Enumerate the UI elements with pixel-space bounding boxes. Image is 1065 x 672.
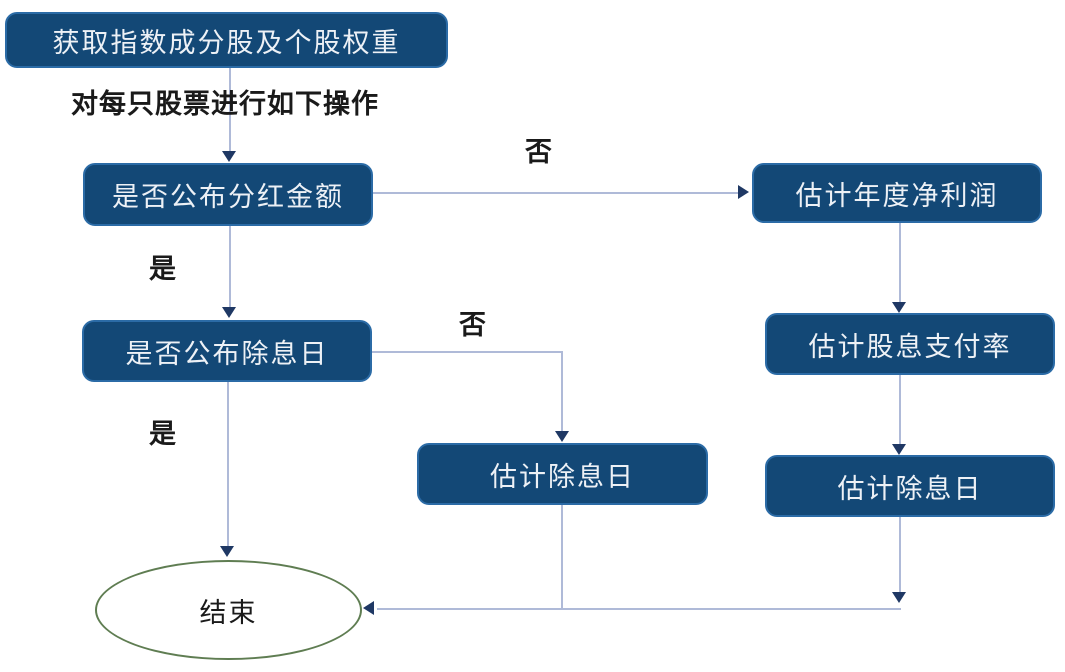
- node-dividend-amount-question: 是否公布分红金额: [83, 163, 373, 226]
- node-estimate-ex-date-right-label: 估计除息日: [837, 473, 983, 504]
- edge-label-no-top: 否: [525, 137, 552, 167]
- arrowhead-junction-to-end: [363, 601, 374, 615]
- edge-label-no-mid: 否: [459, 310, 486, 340]
- arrowhead-payout-ratio-to-ex-date: [892, 444, 906, 455]
- node-estimate-net-profit: 估计年度净利润: [752, 163, 1042, 223]
- connector-ex-date-right-to-junction: [899, 517, 901, 593]
- connector-start-to-dividend-question: [229, 68, 231, 152]
- node-estimate-ex-date-center-label: 估计除息日: [490, 461, 635, 492]
- connector-ex-date-center-to-junction: [561, 505, 563, 609]
- note-per-stock: 对每只股票进行如下操作: [71, 89, 379, 119]
- node-estimate-ex-date-right: 估计除息日: [765, 455, 1055, 517]
- connector-yes-to-end: [227, 382, 229, 547]
- arrowhead-no-to-estimate-ex-date-center: [555, 431, 569, 442]
- arrowhead-yes-to-end: [220, 546, 234, 557]
- node-start: 获取指数成分股及个股权重: [5, 12, 448, 68]
- node-estimate-payout-ratio: 估计股息支付率: [765, 313, 1055, 375]
- connector-no-ex-date-vertical: [561, 351, 563, 432]
- connector-net-profit-to-payout-ratio: [899, 223, 901, 303]
- connector-junction-to-end: [377, 608, 901, 610]
- edge-label-yes-mid: 是: [149, 419, 176, 449]
- arrowhead-no-to-estimate-net-profit: [738, 185, 749, 199]
- connector-yes-to-ex-date-question: [229, 226, 231, 308]
- arrowhead-start-to-dividend-question: [222, 151, 236, 162]
- edge-label-yes-top: 是: [149, 254, 176, 284]
- node-end: 结束: [95, 560, 362, 660]
- connector-no-ex-date-horizontal: [372, 351, 563, 353]
- node-ex-date-question-label: 是否公布除息日: [125, 338, 329, 369]
- arrowhead-net-profit-to-payout-ratio: [892, 302, 906, 313]
- node-estimate-payout-ratio-label: 估计股息支付率: [808, 331, 1012, 362]
- node-estimate-net-profit-label: 估计年度净利润: [795, 180, 999, 211]
- node-dividend-amount-question-label: 是否公布分红金额: [112, 182, 344, 212]
- node-end-label: 结束: [199, 597, 258, 628]
- arrowhead-yes-to-ex-date-question: [222, 307, 236, 318]
- node-ex-date-question: 是否公布除息日: [82, 320, 372, 382]
- connector-payout-ratio-to-ex-date: [899, 375, 901, 445]
- connector-no-to-estimate-net-profit: [373, 192, 738, 194]
- arrowhead-ex-date-right-to-junction: [892, 592, 906, 603]
- node-estimate-ex-date-center: 估计除息日: [417, 443, 708, 505]
- node-start-label: 获取指数成分股及个股权重: [52, 27, 401, 58]
